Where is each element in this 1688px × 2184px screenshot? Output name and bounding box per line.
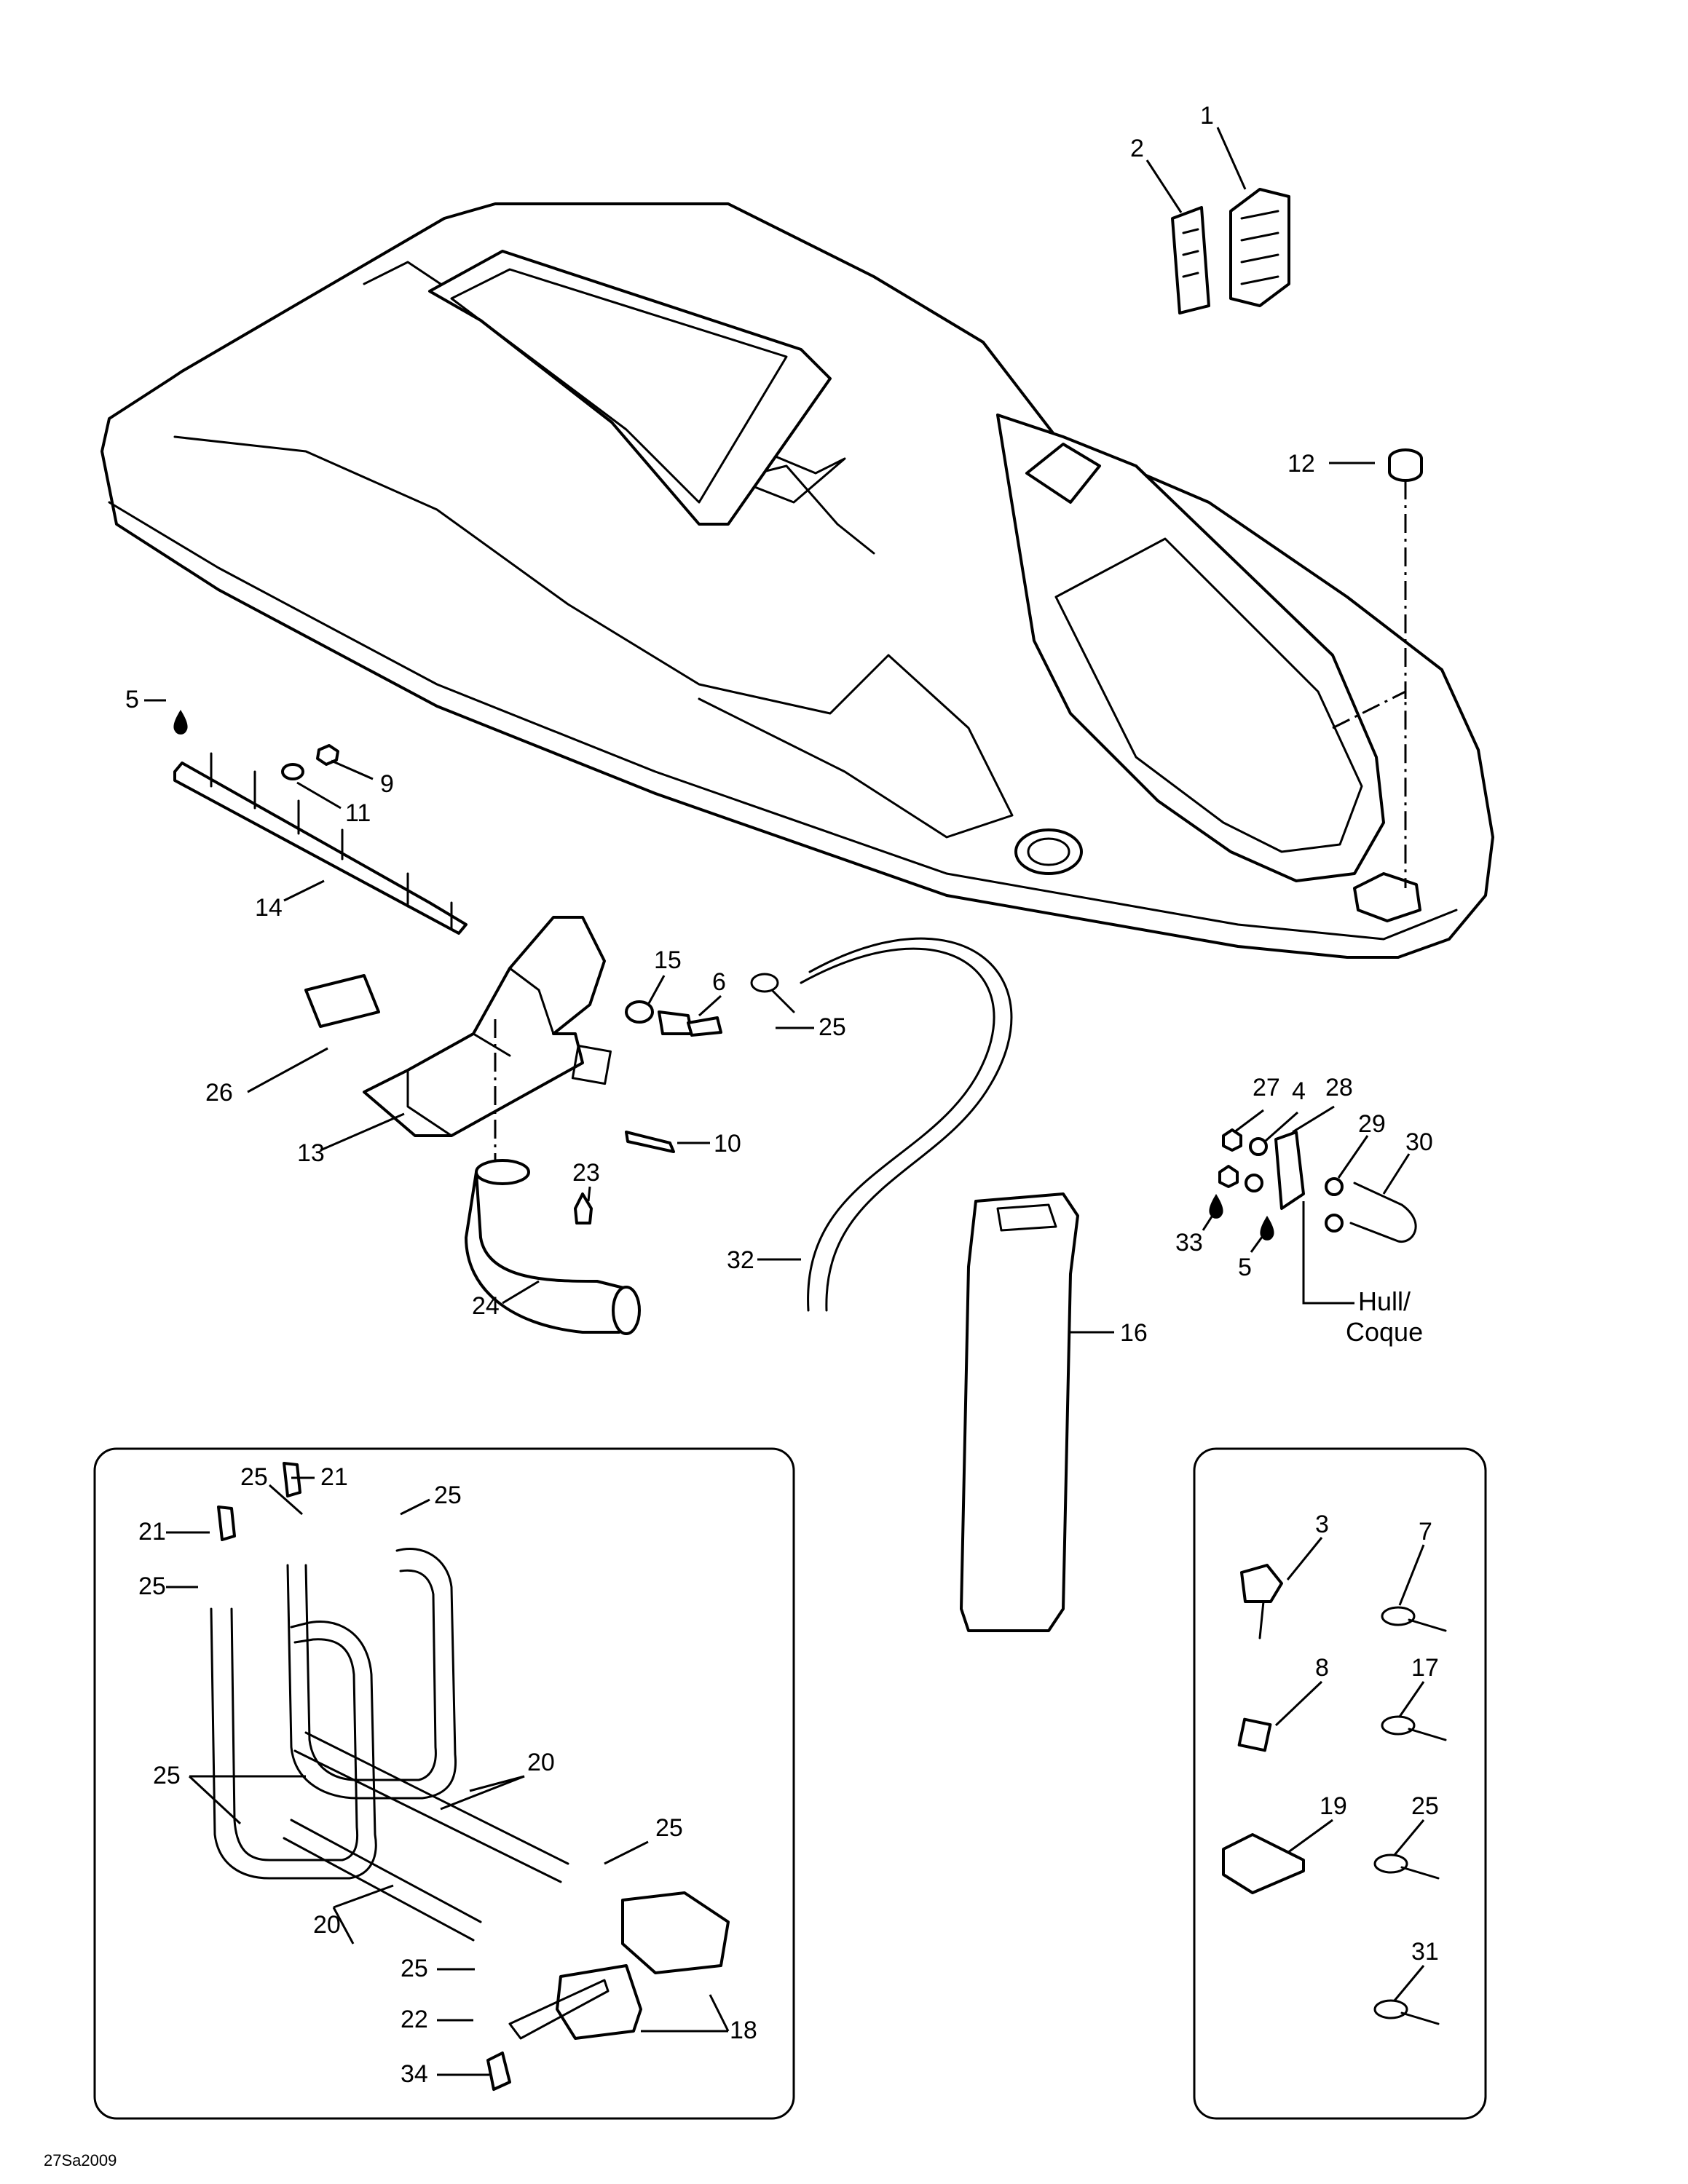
callout-21: 21 [138, 1518, 166, 1546]
callout-25: 25 [240, 1463, 268, 1491]
callout-2: 2 [1130, 135, 1144, 162]
callout-22: 22 [401, 2006, 428, 2033]
callout-18: 18 [730, 2017, 757, 2044]
part-1-connector-block [1229, 188, 1290, 307]
callout-25: 25 [153, 1762, 181, 1789]
part-25-clamp-top [750, 973, 795, 1013]
callout-3: 3 [1315, 1511, 1329, 1538]
callout-24: 24 [472, 1292, 500, 1320]
part-24-intake-elbow [465, 1159, 641, 1335]
part-6-elbow-fitting [658, 1010, 722, 1037]
part-15-grommet [625, 1000, 654, 1024]
callout-25: 25 [1411, 1792, 1439, 1820]
callout-11: 11 [345, 799, 371, 827]
callout-10: 10 [714, 1130, 741, 1158]
callout-33: 33 [1175, 1229, 1203, 1257]
callout-26: 26 [205, 1079, 233, 1107]
part-11-washer [281, 763, 304, 780]
sealant-drop-icon [1209, 1194, 1223, 1219]
part-16-duct [960, 1192, 1079, 1632]
callout-1: 1 [1200, 102, 1214, 130]
part-23-rivet [574, 1192, 593, 1224]
callout-29: 29 [1358, 1110, 1386, 1138]
callout-25: 25 [819, 1013, 846, 1041]
callout-32: 32 [727, 1246, 754, 1274]
part-9-nut [316, 744, 339, 766]
callout-9: 9 [380, 770, 394, 798]
drawing-code: 27Sa2009 [44, 2151, 117, 2169]
callout-21: 21 [320, 1463, 348, 1491]
leader-lines [144, 127, 1425, 2076]
callout-14: 14 [255, 894, 283, 922]
part-29-washers [1325, 1177, 1344, 1233]
inset-box-cooling-hoses [93, 1447, 795, 2120]
part-32-tube [800, 937, 1013, 1312]
callout-30: 30 [1405, 1128, 1433, 1156]
part-10-screw-and-grid [571, 1045, 675, 1153]
callout-7: 7 [1419, 1518, 1432, 1546]
part-30-u-bolt [1349, 1182, 1417, 1243]
part-3-push-fastener [1240, 1564, 1283, 1603]
callout-5: 5 [125, 686, 139, 713]
hull-label-line2: Coque [1346, 1317, 1423, 1347]
callout-23: 23 [572, 1159, 600, 1187]
callout-6: 6 [712, 968, 726, 996]
callout-34: 34 [401, 2060, 428, 2088]
callout-25: 25 [655, 1814, 683, 1842]
callout-12: 12 [1287, 450, 1315, 478]
callout-27: 27 [1253, 1074, 1280, 1101]
part-26-foam-pad [304, 974, 380, 1028]
callout-labels: 1 2 12 5 9 11 14 15 6 25 26 13 10 23 24 … [44, 102, 1439, 2169]
callout-19: 19 [1320, 1792, 1347, 1820]
callout-16: 16 [1120, 1319, 1148, 1347]
callout-17: 17 [1411, 1654, 1439, 1682]
callout-4: 4 [1292, 1077, 1306, 1105]
inset-hardware-drawing [1222, 1564, 1447, 2025]
callout-28: 28 [1325, 1074, 1353, 1101]
part-12-plug [1388, 448, 1423, 482]
part-2-retainer-clip [1171, 206, 1210, 314]
callout-20: 20 [313, 1911, 341, 1939]
part-14-rub-rail [173, 752, 468, 935]
inset-hoses-drawing [210, 1462, 730, 2091]
callout-31: 31 [1411, 1938, 1439, 1966]
callout-5: 5 [1238, 1254, 1252, 1281]
inset-box-hardware [1193, 1447, 1487, 2120]
sealant-drop-icon [173, 710, 188, 735]
hull-drawing [100, 202, 1494, 959]
callout-13: 13 [297, 1139, 325, 1167]
part-28-plate [1274, 1131, 1305, 1210]
callout-25: 25 [434, 1481, 462, 1509]
callout-15: 15 [654, 946, 682, 974]
callout-20: 20 [527, 1749, 555, 1776]
hull-label-line1: Hull/ [1358, 1286, 1411, 1316]
callout-8: 8 [1315, 1654, 1329, 1682]
callout-25: 25 [401, 1955, 428, 1982]
part-27-nuts [1218, 1128, 1242, 1188]
part-4-washers [1245, 1137, 1268, 1192]
part-13-air-duct [363, 916, 606, 1137]
callout-25: 25 [138, 1572, 166, 1600]
